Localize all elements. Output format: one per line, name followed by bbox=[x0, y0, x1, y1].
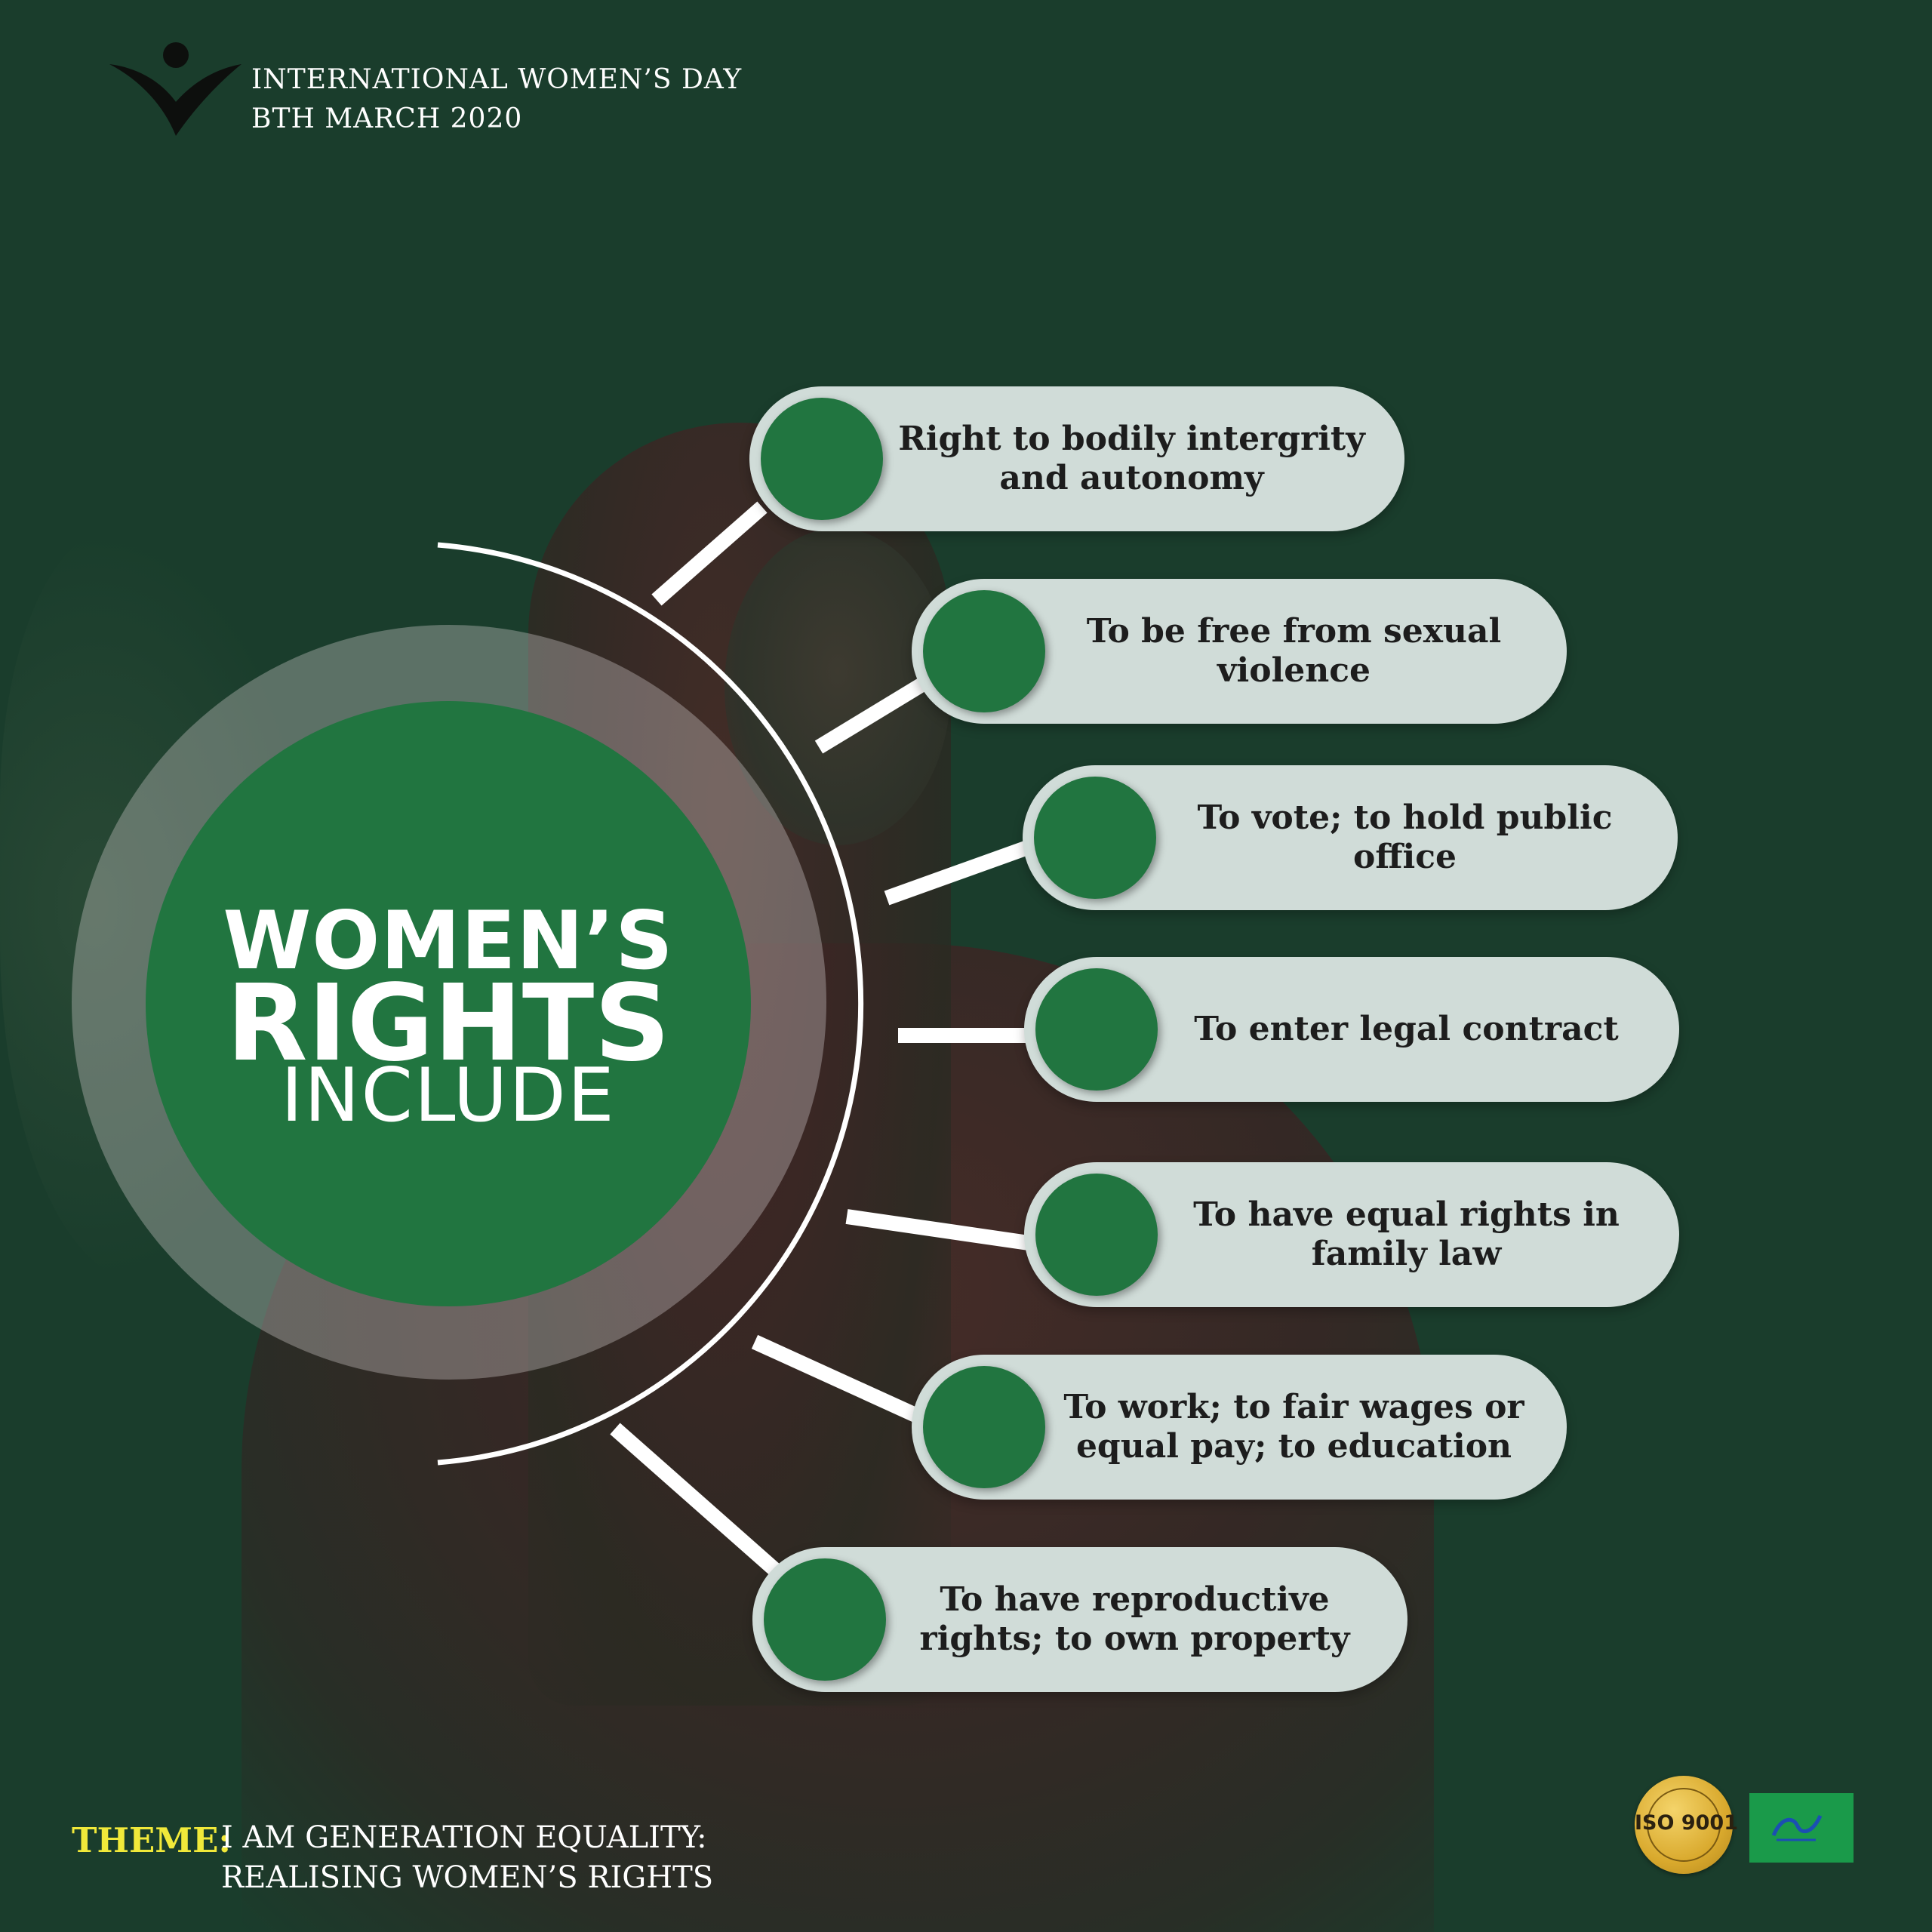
right-item-label: To have equal rights in family law bbox=[1193, 1195, 1620, 1273]
item-bullet-icon bbox=[923, 1366, 1045, 1488]
right-item-work-education: To work; to fair wages or equal pay; to … bbox=[912, 1355, 1567, 1500]
right-item-reproductive-property: To have reproductive rights; to own prop… bbox=[752, 1547, 1407, 1692]
theme-label: THEME: bbox=[72, 1820, 232, 1860]
right-item-label: To be free from sexual violence bbox=[1086, 612, 1502, 690]
item-bullet-icon bbox=[1035, 968, 1158, 1091]
right-item-legal-contract: To enter legal contract bbox=[1024, 957, 1679, 1102]
iso-badge-label: ISO 9001 bbox=[1635, 1811, 1738, 1835]
item-bullet-icon bbox=[764, 1558, 886, 1681]
right-item-family-law: To have equal rights in family law bbox=[1024, 1162, 1679, 1307]
right-item-label: To have reproductive rights; to own prop… bbox=[919, 1580, 1350, 1658]
connector-line-5 bbox=[845, 1209, 1035, 1251]
right-item-sexual-violence: To be free from sexual violence bbox=[912, 579, 1567, 724]
item-bullet-icon bbox=[923, 590, 1045, 712]
organization-logo-icon bbox=[109, 42, 242, 136]
event-title: INTERNATIONAL WOMEN’S DAY bbox=[251, 64, 743, 95]
center-title-line1: WOMEN’S bbox=[223, 894, 674, 987]
partner-logo-badge bbox=[1749, 1793, 1854, 1863]
right-item-label: To enter legal contract bbox=[1194, 1010, 1619, 1048]
right-item-vote: To vote; to hold public office bbox=[1023, 765, 1678, 910]
connector-arc bbox=[437, 542, 864, 1466]
theme-text-line1: I AM GENERATION EQUALITY: bbox=[221, 1820, 707, 1855]
center-title-line3: INCLUDE bbox=[281, 1053, 616, 1139]
center-circle bbox=[146, 701, 751, 1306]
connector-line-3 bbox=[884, 838, 1037, 906]
right-item-label: Right to bodily intergrity and autonomy bbox=[898, 420, 1365, 497]
item-bullet-icon bbox=[761, 398, 883, 520]
iso-certification-badge: ISO 9001 bbox=[1635, 1776, 1738, 1874]
connector-line-7 bbox=[610, 1423, 789, 1583]
item-bullet-icon bbox=[1035, 1174, 1158, 1296]
right-item-bodily-integrity: Right to bodily intergrity and autonomy bbox=[749, 386, 1404, 531]
connector-line-1 bbox=[651, 501, 768, 606]
partner-logo-icon bbox=[1771, 1814, 1823, 1841]
right-item-label: To work; to fair wages or equal pay; to … bbox=[1063, 1388, 1524, 1466]
center-title-line2: RIGHTS bbox=[226, 962, 671, 1085]
connector-line-2 bbox=[814, 676, 929, 754]
right-item-label: To vote; to hold public office bbox=[1197, 798, 1613, 876]
item-bullet-icon bbox=[1034, 777, 1156, 899]
connector-line-6 bbox=[751, 1334, 936, 1430]
theme-text-line2: REALISING WOMEN’S RIGHTS bbox=[221, 1860, 714, 1895]
event-date: BTH MARCH 2020 bbox=[251, 103, 523, 134]
